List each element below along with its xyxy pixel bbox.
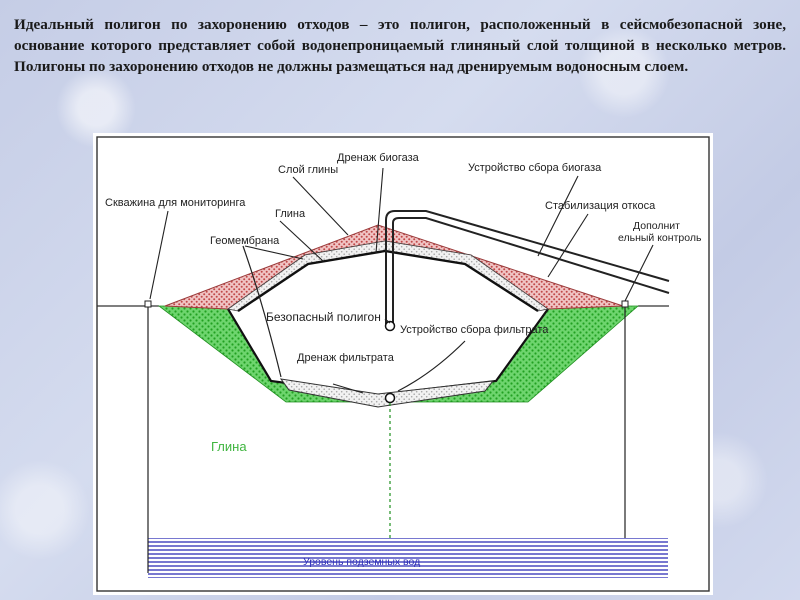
clay-bottom-label: Глина (211, 439, 247, 454)
leachate-drainage-layer (279, 378, 495, 408)
leachate-drainage-label: Дренаж фильтрата (297, 352, 395, 364)
biogas-pipe-inner (392, 217, 670, 325)
intro-paragraph: Идеальный полигон по захоронению отходов… (14, 16, 786, 75)
geomembrane-label: Геомембрана (210, 235, 280, 247)
leachate-collection-node (384, 320, 396, 332)
leader-lines (149, 167, 654, 394)
safe-landfill-label: Безопасный полигон (266, 310, 381, 324)
clay-layer-label: Слой глины (278, 164, 338, 176)
leachate-outlet-node (384, 392, 396, 404)
biogas-pipe-outer (385, 210, 670, 325)
leachate-collection-label: Устройство сбора фильтрата (400, 324, 549, 336)
biogas-collection-label: Устройство сбора биогаза (468, 162, 602, 174)
slope-stabilization-label: Стабилизация откоса (545, 200, 656, 212)
leader-curves (242, 245, 466, 392)
groundwater-label: Уровень подземных вод (303, 556, 420, 568)
monitoring-well-right-cap (621, 300, 629, 308)
extra-control-label-1: Дополнит (633, 220, 680, 232)
landfill-cross-section: Уровень подземных вод Глина (96, 136, 710, 592)
clay-label: Глина (275, 208, 306, 220)
monitoring-well-left-cap (144, 300, 152, 308)
monitoring-well-label: Скважина для мониторинга (105, 197, 246, 209)
groundwater-zone (148, 538, 668, 578)
extra-control-label-2: ельный контроль (618, 232, 702, 244)
biogas-drainage-label: Дренаж биогаза (337, 152, 420, 164)
landfill-diagram: Уровень подземных вод Глина (93, 133, 713, 595)
